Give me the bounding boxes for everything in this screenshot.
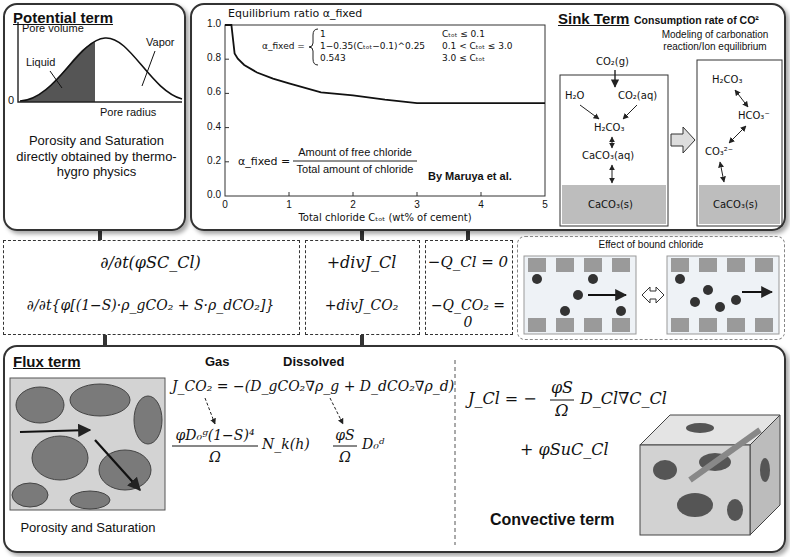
label: Convective term: [490, 510, 615, 529]
label: 0.4: [207, 121, 221, 133]
label: Pore radius: [100, 106, 156, 119]
label: φS: [551, 378, 573, 397]
equilibrium-chart: [225, 25, 545, 196]
label: 0.543: [320, 53, 346, 64]
label: 1.0: [207, 18, 221, 30]
equation-box: −Q_Cl = 0 −Q_CO₂ = 0: [425, 240, 513, 335]
label: H₂O: [565, 90, 584, 102]
label: Cₜₒₜ ≤ 0.1: [442, 29, 485, 40]
label: 2: [350, 199, 356, 211]
label: + φSuC_Cl: [520, 440, 609, 459]
label: 0.1 < Cₜₒₜ ≤ 3.0: [442, 41, 512, 52]
equation-box: +divJ_Cl +divJ_CO₂: [305, 240, 420, 335]
connector: [360, 335, 364, 345]
label: D_Cl∇C_Cl: [580, 389, 667, 408]
label: Pore volume: [22, 22, 84, 35]
node-title: +divJ_Cl: [306, 253, 417, 272]
label: Porosity and Saturation: [20, 520, 155, 536]
label: CaCO₃(aq): [582, 150, 634, 162]
connector: [466, 231, 470, 240]
label: 0.8: [207, 52, 221, 64]
node-text: Consumption rate of CO²: [634, 14, 759, 27]
node-title: Flux term: [13, 353, 81, 371]
label: 3: [414, 199, 420, 211]
label: Ω: [555, 401, 568, 420]
node-title: Effect of bound chloride: [518, 239, 784, 251]
label: Ω: [339, 449, 351, 466]
label: 4: [478, 199, 484, 211]
label: Total amount of chloride: [297, 163, 414, 176]
label: 0.0: [207, 189, 221, 201]
label: J_Cl = −: [468, 389, 537, 408]
label: Ω: [209, 449, 221, 466]
connector: [103, 335, 107, 345]
label: Amount of free chloride: [298, 146, 412, 159]
label: 1: [320, 29, 326, 40]
node-text: −Q_CO₂ = 0: [426, 297, 510, 331]
label: 0.6: [207, 86, 221, 98]
concrete-block-illustration: [640, 415, 780, 535]
sink-panel: Sink Term Consumption rate of CO² Modeling…: [190, 3, 786, 231]
porous-media-illustration: [10, 360, 574, 545]
pore-distribution-plot: [18, 22, 182, 102]
node-text: Modeling of carbonation reaction/Ion equ…: [650, 29, 780, 53]
label: Total chloride Cₜₒₜ (wt% of cement): [298, 212, 471, 224]
equation-box: ∂/∂t(φSC_Cl) ∂/∂t{φ[(1−S)·ρ_gCO₂ + S·ρ_dC…: [3, 240, 300, 335]
node-title: −Q_Cl = 0: [426, 253, 510, 271]
label: CaCO₃(s): [713, 199, 758, 211]
label: By Maruya et al.: [428, 170, 512, 183]
label: α_fixed =: [238, 155, 290, 168]
label: Equilibrium ratio α_fixed: [228, 7, 362, 20]
label: 5: [542, 199, 548, 211]
label: α_fixed =: [262, 41, 305, 52]
bound-chloride-box: Effect of bound chloride: [517, 236, 785, 340]
label: 0: [8, 94, 14, 107]
node-text: Porosity and Saturation directly obtaine…: [9, 133, 184, 180]
label: 1−0.35(Cₜₒₜ−0.1)^0.25: [320, 41, 425, 52]
carbonation-illustration: [560, 60, 782, 226]
label: H₂CO₃: [594, 122, 624, 134]
label: HCO₃⁻: [738, 110, 770, 122]
node-text: ∂/∂t{φ[(1−S)·ρ_gCO₂ + S·ρ_dCO₂]}: [4, 297, 297, 314]
label: 0: [222, 199, 228, 211]
label: Gas: [205, 354, 230, 370]
label: CO₃²⁻: [705, 146, 733, 158]
label: Dissolved: [283, 354, 344, 370]
label: H₂CO₃: [712, 74, 742, 86]
label: Vapor: [146, 36, 175, 49]
node-title: ∂/∂t(φSC_Cl): [4, 253, 297, 272]
bound-chloride-illustration: [524, 256, 779, 334]
label: CaCO₃(s): [588, 199, 633, 211]
label: 0.2: [207, 155, 221, 167]
label: φD₀ᵍ(1−S)⁴: [175, 427, 254, 444]
label: D₀ᵈ: [362, 436, 384, 453]
label: N_k(h): [262, 436, 310, 453]
label: 3.0 ≤ Cₜₒₜ: [442, 53, 485, 64]
connector: [98, 231, 102, 240]
label: CO₂(g): [596, 56, 629, 68]
label: Liquid: [26, 56, 55, 69]
label: 1: [286, 199, 292, 211]
label: φS: [335, 427, 354, 444]
connector: [360, 231, 364, 240]
node-text: +divJ_CO₂: [306, 297, 417, 314]
label: CO₂(aq): [618, 90, 657, 102]
node-title: Sink Term: [558, 10, 629, 28]
label: J_CO₂ = −(D_gCO₂∇ρ_g + D_dCO₂∇ρ_d): [172, 378, 454, 395]
